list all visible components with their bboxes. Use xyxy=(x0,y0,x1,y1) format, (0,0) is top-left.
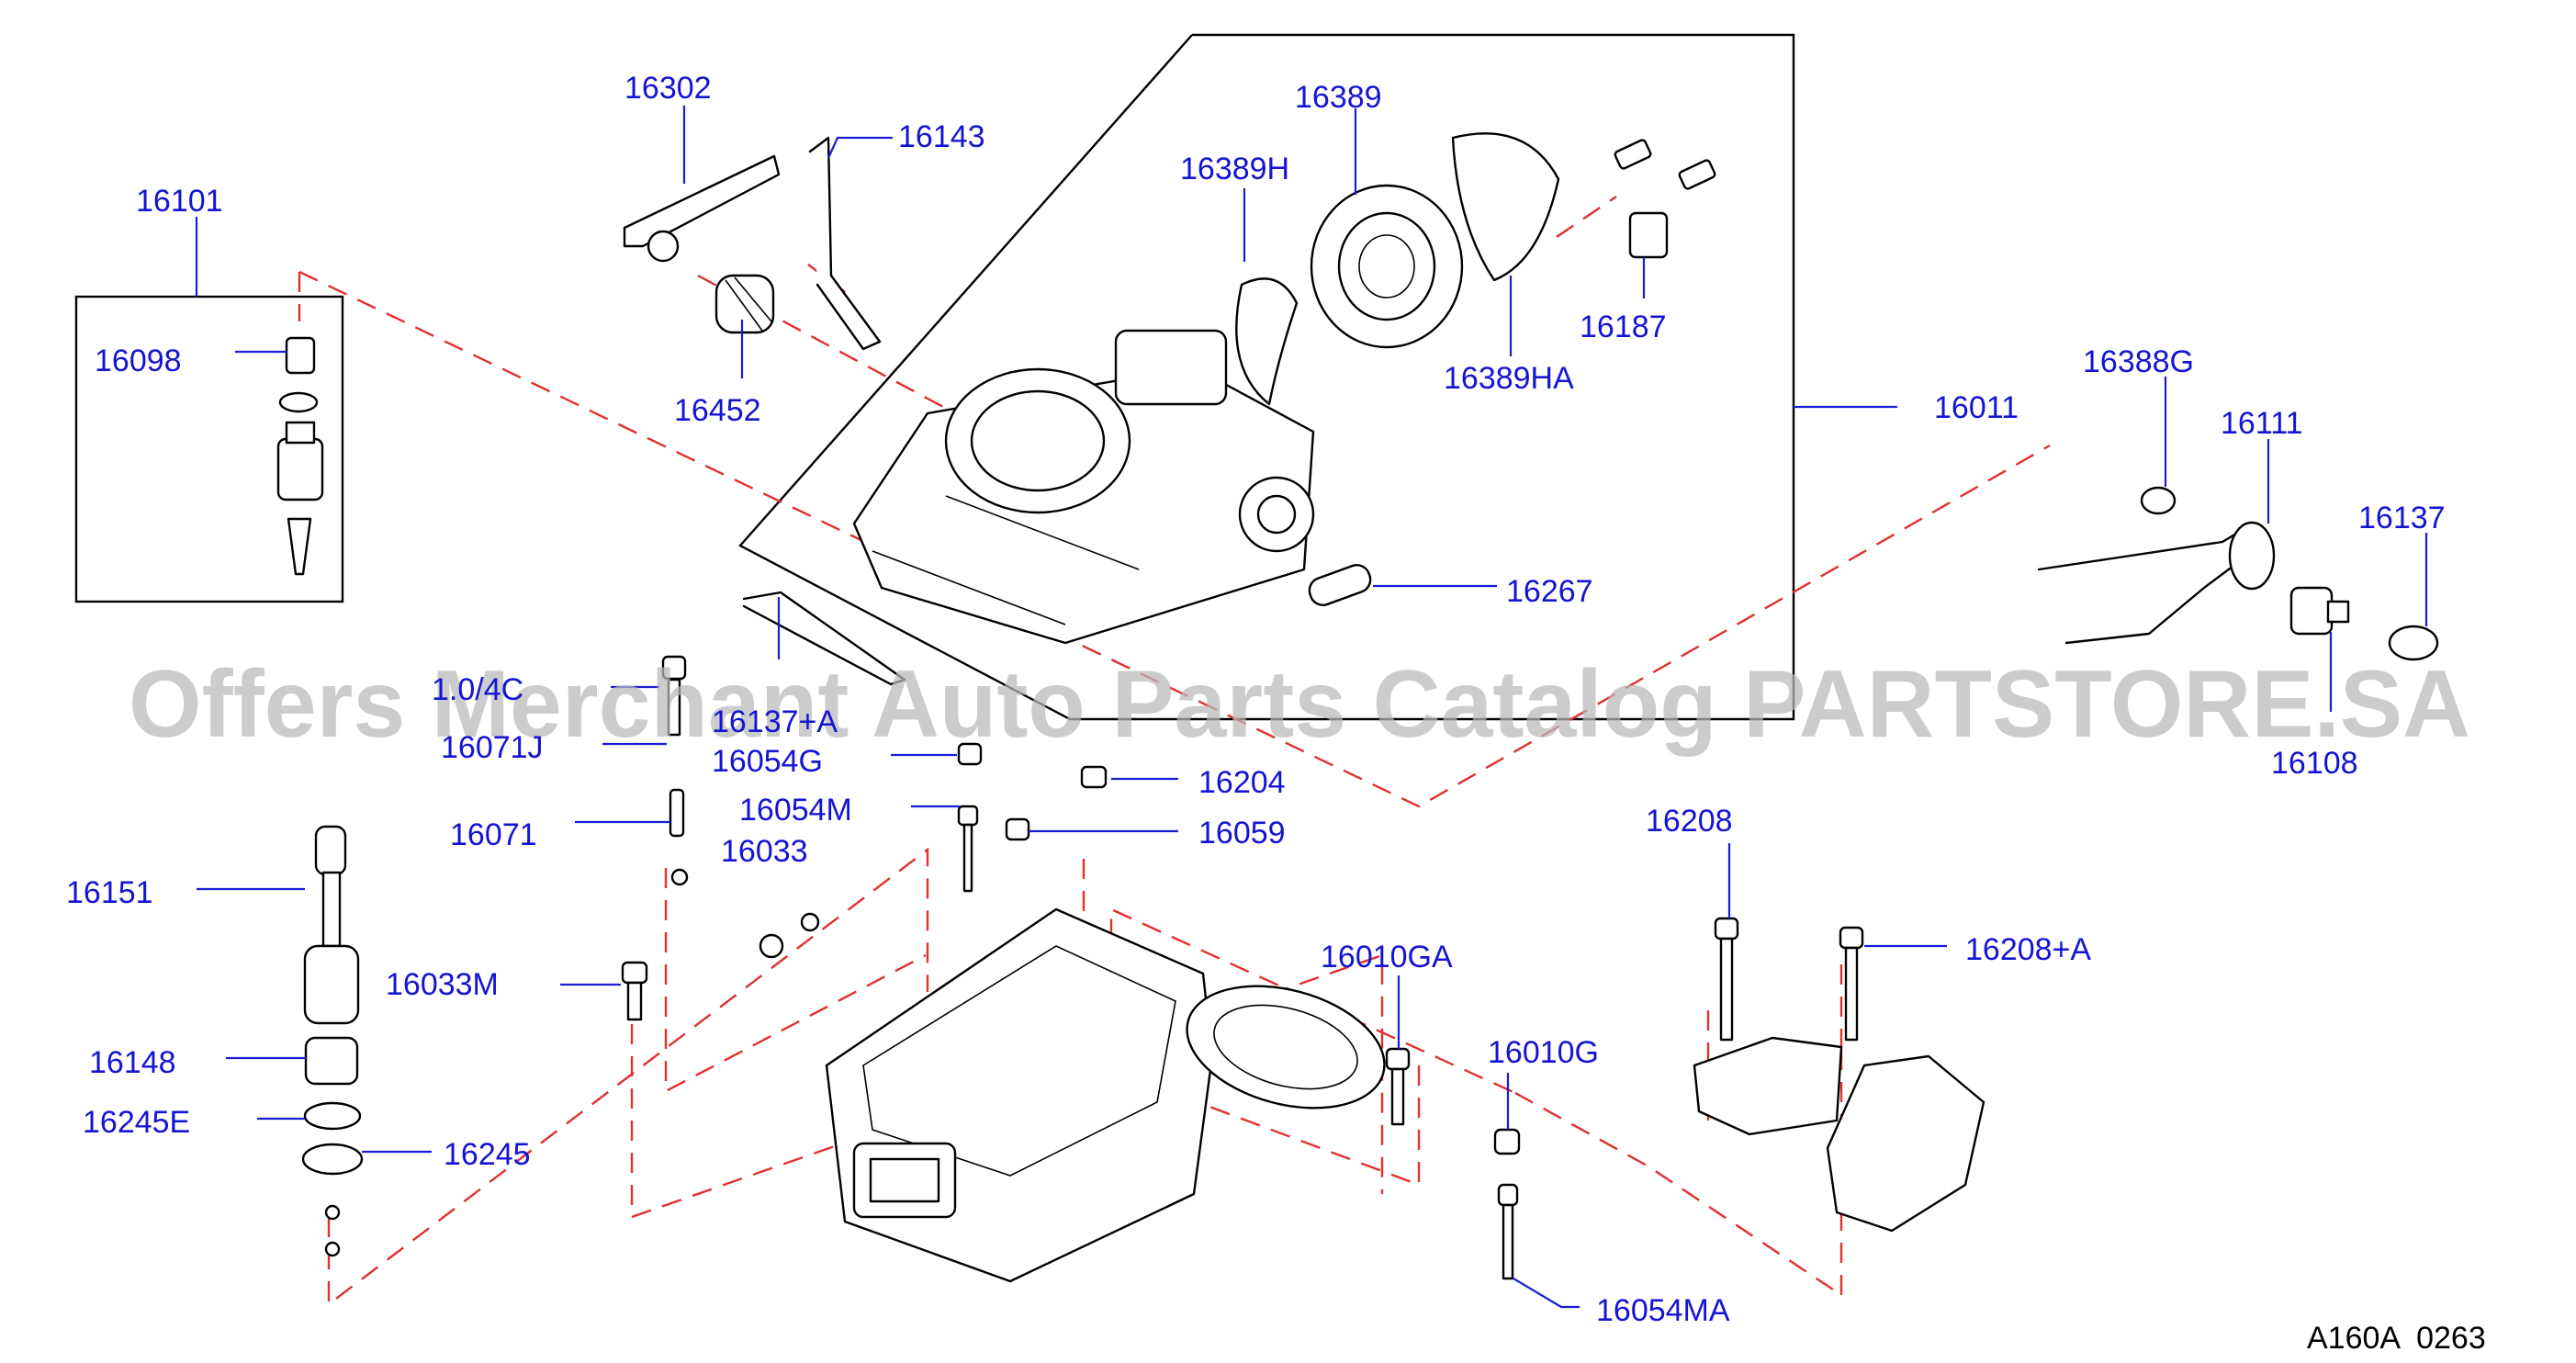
label-16054M: 16054M xyxy=(739,793,852,828)
part-drawings xyxy=(276,132,2439,1283)
label-16452: 16452 xyxy=(674,393,761,428)
label-16010G: 16010G xyxy=(1488,1035,1599,1070)
part-labels: 16302 16143 16389 16389H 16101 16098 164… xyxy=(66,71,2446,1328)
label-16389: 16389 xyxy=(1295,80,1382,115)
label-16101: 16101 xyxy=(136,184,223,219)
label-16245E: 16245E xyxy=(83,1105,190,1140)
label-16143: 16143 xyxy=(898,119,985,154)
label-16267: 16267 xyxy=(1506,574,1593,609)
label-16054G: 16054G xyxy=(712,744,823,779)
label-16054MA: 16054MA xyxy=(1596,1293,1730,1328)
label-16208-plus-a: 16208+A xyxy=(1965,932,2091,967)
drawing-code: A160A 0263 xyxy=(2307,1321,2486,1356)
label-16033M: 16033M xyxy=(386,967,499,1002)
leader-lines xyxy=(195,106,2428,1309)
label-partial-1-0-4c: 1.0/4C xyxy=(432,672,523,707)
label-16388G: 16388G xyxy=(2083,344,2194,379)
label-16148: 16148 xyxy=(89,1045,176,1080)
label-16010GA: 16010GA xyxy=(1321,940,1453,974)
label-16011: 16011 xyxy=(1934,390,2019,425)
label-16098: 16098 xyxy=(95,344,182,378)
label-16389HA: 16389HA xyxy=(1444,361,1574,396)
label-16071J: 16071J xyxy=(441,730,544,765)
label-16204: 16204 xyxy=(1198,765,1286,800)
label-16071: 16071 xyxy=(450,817,537,852)
label-16151: 16151 xyxy=(66,875,153,910)
label-16111: 16111 xyxy=(2221,406,2303,441)
watermark: Offers Merchant Auto Parts Catalog PARTS… xyxy=(129,651,2470,758)
label-16187: 16187 xyxy=(1580,310,1667,344)
label-16137: 16137 xyxy=(2358,501,2446,535)
assembly-frame xyxy=(738,33,1795,721)
label-16245: 16245 xyxy=(444,1137,531,1172)
label-16302: 16302 xyxy=(624,71,712,106)
label-16108: 16108 xyxy=(2271,746,2358,781)
label-16137-a: 16137+A xyxy=(712,704,838,739)
label-16059: 16059 xyxy=(1198,816,1286,850)
label-16208: 16208 xyxy=(1646,804,1733,839)
kit-16101-box xyxy=(74,295,344,603)
label-16389H: 16389H xyxy=(1180,152,1289,186)
label-16033: 16033 xyxy=(721,834,808,869)
